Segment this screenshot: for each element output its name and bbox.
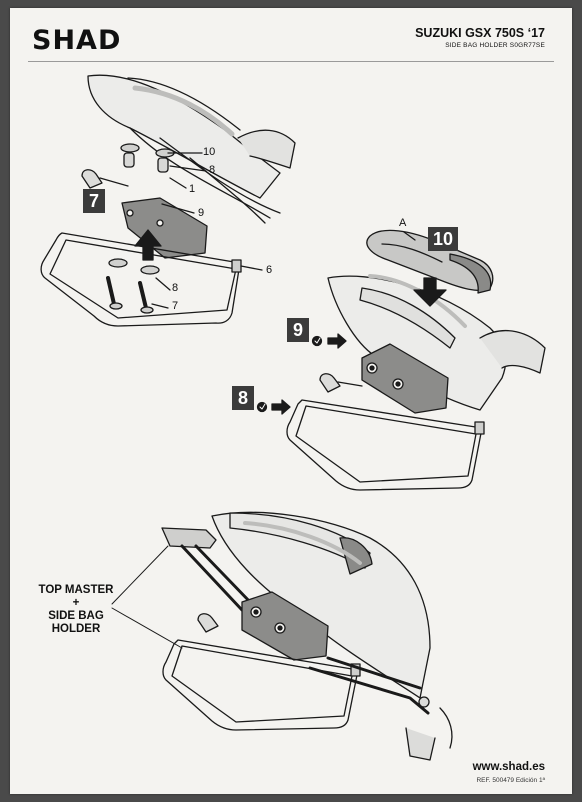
model-title: SUZUKI GSX 750S ‘17 [415, 26, 545, 40]
diagram-exploded-view [40, 74, 296, 327]
top-master-side-bag-label: TOP MASTER + SIDE BAG HOLDER [30, 584, 122, 636]
website-link[interactable]: www.shad.es [472, 761, 545, 773]
diagram-installed-view [256, 229, 546, 491]
step-7-marker: 7 [83, 189, 105, 213]
callout-8-lower: 8 [172, 282, 179, 294]
combo-line-2: + [72, 597, 80, 609]
combo-line-3: SIDE BAG [48, 610, 104, 622]
step-8-marker: 8 [232, 386, 254, 410]
shad-logo: SHAD [32, 25, 122, 56]
combo-line-1: TOP MASTER [38, 584, 114, 596]
diagram-combined-view [111, 511, 453, 761]
callout-1: 1 [189, 183, 196, 195]
reference-number: REF. 500479 Edición 1ª [476, 777, 545, 784]
callout-7: 7 [172, 300, 179, 312]
header-divider [28, 61, 554, 62]
step-10-marker: 10 [428, 227, 458, 251]
callout-a: A [399, 217, 407, 229]
callout-9: 9 [198, 207, 205, 219]
callout-8-upper: 8 [209, 164, 216, 176]
assembly-illustrations [40, 74, 546, 761]
product-subtitle: SIDE BAG HOLDER S0GR77SE [445, 42, 545, 49]
instruction-sheet: SHAD SUZUKI GSX 750S ‘17 SIDE BAG HOLDER… [10, 8, 572, 794]
combo-line-4: HOLDER [51, 623, 101, 635]
callout-6: 6 [266, 264, 273, 276]
callout-10: 10 [203, 146, 216, 158]
step-9-marker: 9 [287, 318, 309, 342]
